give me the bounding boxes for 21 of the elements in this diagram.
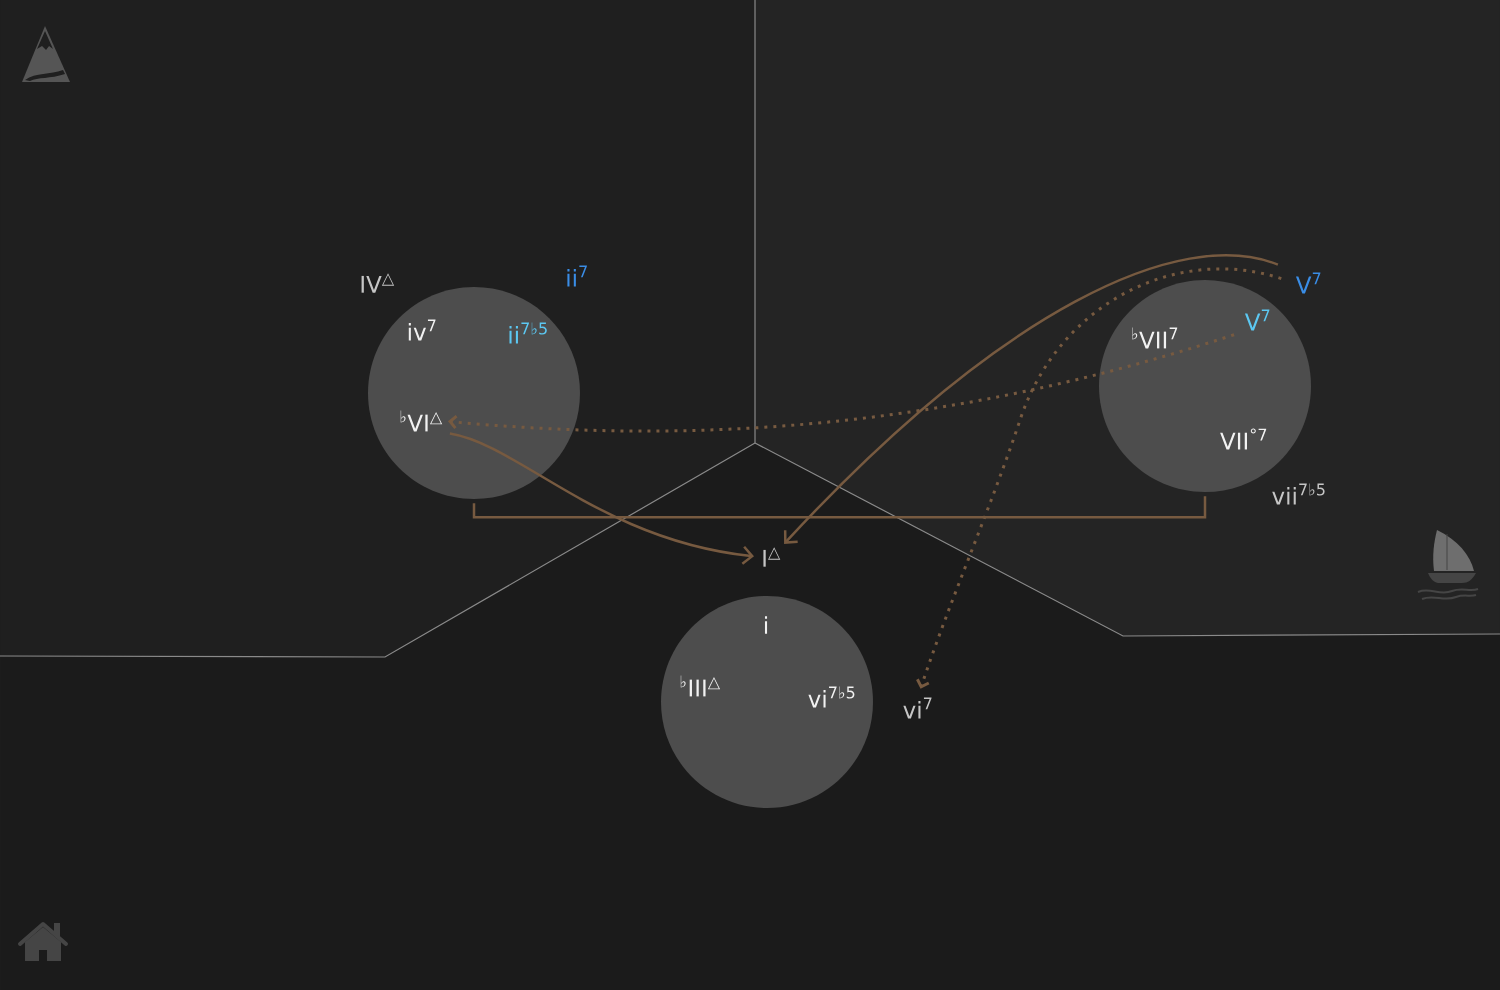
chord-label: $^{♭}$VII$^{7}$ [1132, 327, 1178, 349]
dotted-arrow [916, 267, 1282, 689]
chord-label: vi$^{7}$ [903, 697, 932, 719]
arrow [449, 432, 754, 565]
chord-label: i [765, 616, 768, 634]
chord-label: $^{♭}$VI$^{△}$ [400, 410, 443, 432]
chord-label: ii$^{7♭5}$ [509, 322, 547, 344]
arrow [783, 254, 1279, 544]
chord-label: $^{♭}$III$^{△}$ [680, 675, 721, 697]
chord-label: IV$^{△}$ [361, 273, 395, 293]
chord-label: VII$^{°7}$ [1220, 428, 1267, 450]
chord-label: iv$^{7}$ [408, 319, 436, 341]
chord-label: I$^{△}$ [763, 547, 781, 567]
bracket-line [472, 496, 1207, 519]
chord-label: V$^{7}$ [1244, 309, 1270, 331]
chord-label: vi$^{7♭5}$ [808, 686, 855, 708]
chord-label: vii$^{7♭5}$ [1272, 483, 1325, 505]
chord-label: ii$^{7}$ [567, 265, 587, 287]
circle [661, 596, 873, 808]
dotted-arrow [447, 333, 1235, 433]
chord-label: V$^{7}$ [1295, 272, 1321, 294]
